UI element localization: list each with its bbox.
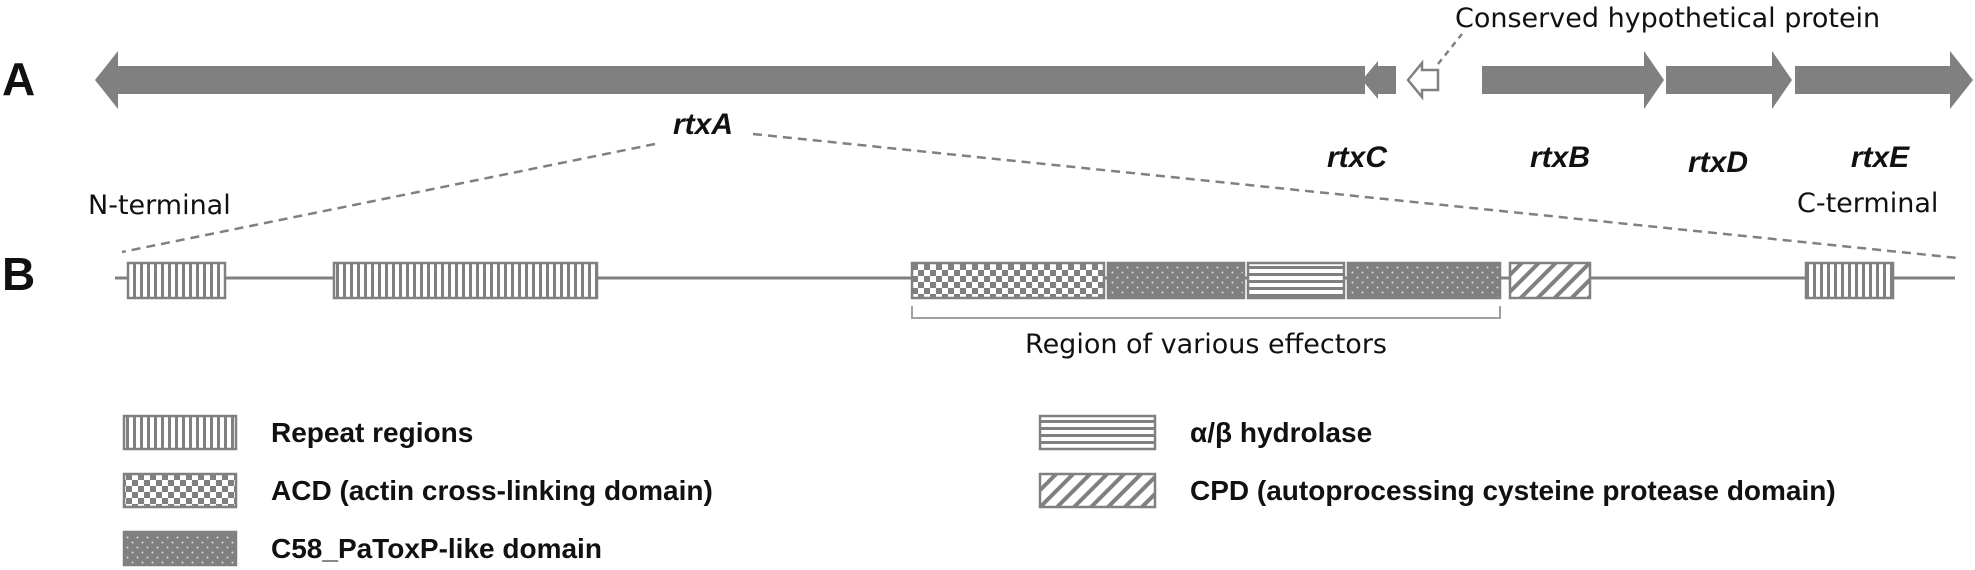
- zoom-line-right: [752, 132, 1959, 260]
- hypothetical-protein-label: Conserved hypothetical protein: [1455, 3, 1880, 34]
- gene-arrow-rtxB: [1482, 51, 1664, 109]
- domain-hydrolase: [1246, 261, 1346, 300]
- legend-label-cpd: CPD (autoprocessing cysteine protease do…: [1190, 475, 1836, 506]
- gene-arrow-hypothetical: [1406, 59, 1440, 101]
- panel-label-b: B: [2, 248, 35, 300]
- zoom-line-left: [121, 142, 656, 254]
- domain-repeat-2: [332, 261, 599, 300]
- legend-swatch-c58: [122, 530, 238, 567]
- effector-region-bracket: [911, 306, 1501, 319]
- domain-c58-2: [1346, 261, 1502, 300]
- c-terminal-label: C-terminal: [1797, 188, 1938, 219]
- legend-swatch-hydrolase: [1038, 414, 1157, 451]
- gene-arrow-rtxD: [1666, 51, 1792, 109]
- gene-label-rtxC: rtxC: [1327, 141, 1388, 174]
- gene-arrow-rtxC: [1362, 61, 1396, 99]
- gene-label-rtxD: rtxD: [1688, 146, 1748, 179]
- hypothetical-leader-line: [1437, 33, 1463, 65]
- n-terminal-label: N-terminal: [88, 190, 231, 221]
- gene-arrow-rtxA: [95, 51, 1365, 109]
- domain-c58-1: [1106, 261, 1246, 300]
- legend-label-c58: C58_PaToxP-like domain: [271, 533, 602, 564]
- gene-label-rtxB: rtxB: [1530, 141, 1590, 174]
- legend-swatch-cpd: [1038, 472, 1157, 509]
- domain-cpd: [1508, 261, 1592, 300]
- domain-repeat-3: [1804, 261, 1895, 300]
- legend-swatch-acd: [122, 472, 238, 509]
- gene-label-rtxA: rtxA: [673, 108, 733, 141]
- domain-repeat-1: [126, 261, 227, 300]
- gene-arrow-rtxE: [1795, 51, 1973, 109]
- panel-label-a: A: [2, 53, 35, 105]
- legend-label-hydrolase: α/β hydrolase: [1190, 417, 1372, 448]
- legend-label-acd: ACD (actin cross-linking domain): [271, 475, 713, 506]
- legend-label-repeat: Repeat regions: [271, 417, 473, 448]
- legend-swatch-repeat: [122, 414, 238, 451]
- effector-region-label: Region of various effectors: [1025, 329, 1387, 360]
- gene-label-rtxE: rtxE: [1851, 141, 1910, 174]
- domain-acd: [910, 261, 1106, 300]
